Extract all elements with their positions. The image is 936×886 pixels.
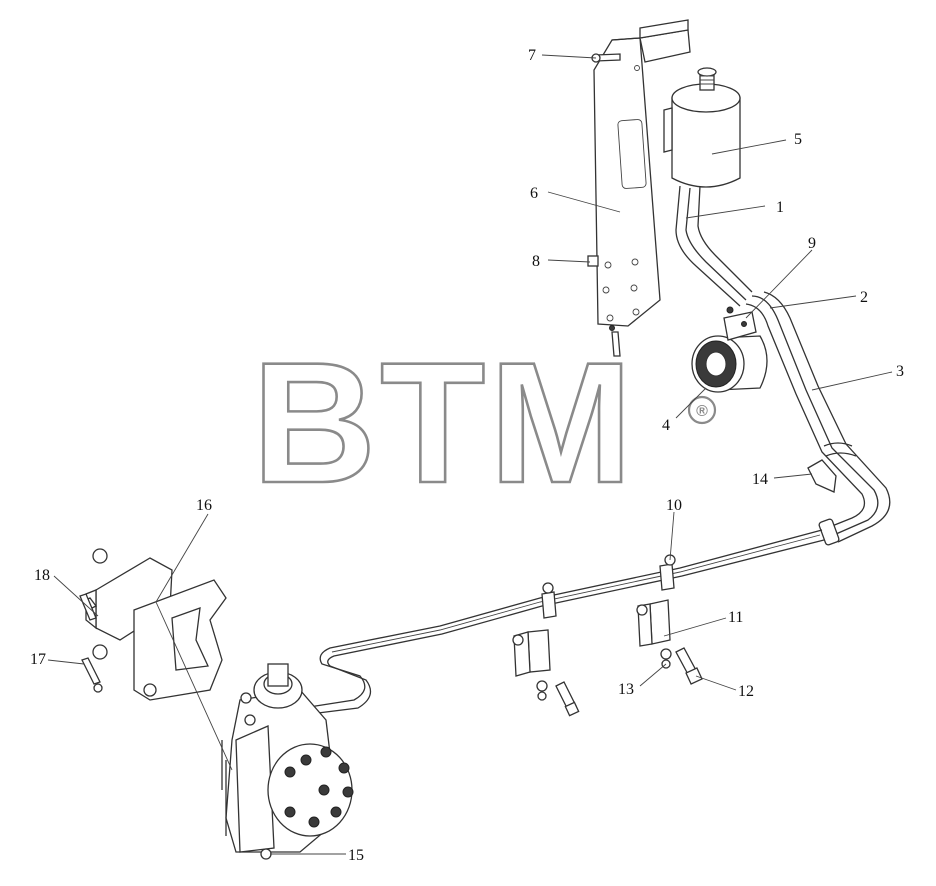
watermark-text: BTM [252, 327, 637, 519]
callout-14: 14 [752, 471, 768, 488]
hydraulic-hoses [675, 185, 891, 546]
registered-mark: ® [696, 403, 708, 420]
mounting-bracket-plate [587, 19, 691, 357]
hard-steering-line [289, 529, 825, 717]
callout-2: 2 [860, 289, 868, 306]
callout-labels: 1 2 3 4 5 6 7 8 9 10 11 12 13 14 15 16 1… [30, 47, 904, 864]
callout-9: 9 [808, 235, 816, 252]
callout-6: 6 [530, 185, 538, 202]
callout-1: 1 [776, 199, 784, 216]
steering-pump [691, 306, 768, 393]
callout-15: 15 [348, 847, 364, 864]
callout-3: 3 [896, 363, 904, 380]
callout-leaders [47, 54, 893, 855]
callout-5: 5 [794, 131, 802, 148]
callout-8: 8 [532, 253, 540, 270]
gear-mounting-bracket [79, 548, 227, 701]
btm-watermark: BTM ® [251, 326, 717, 520]
callout-4: 4 [662, 417, 670, 434]
callout-17: 17 [30, 651, 46, 668]
steering-gear [221, 663, 354, 860]
callout-12: 12 [738, 683, 754, 700]
oil-reservoir [663, 67, 741, 188]
callout-11: 11 [728, 609, 743, 626]
registered-mark-circle [687, 395, 717, 425]
callout-7: 7 [528, 47, 536, 64]
callout-16: 16 [196, 497, 212, 514]
line-clamp-brackets [512, 554, 703, 717]
callout-10: 10 [666, 497, 682, 514]
hose-clip-bracket [807, 459, 837, 493]
callout-18: 18 [34, 567, 50, 584]
callout-13: 13 [618, 681, 634, 698]
